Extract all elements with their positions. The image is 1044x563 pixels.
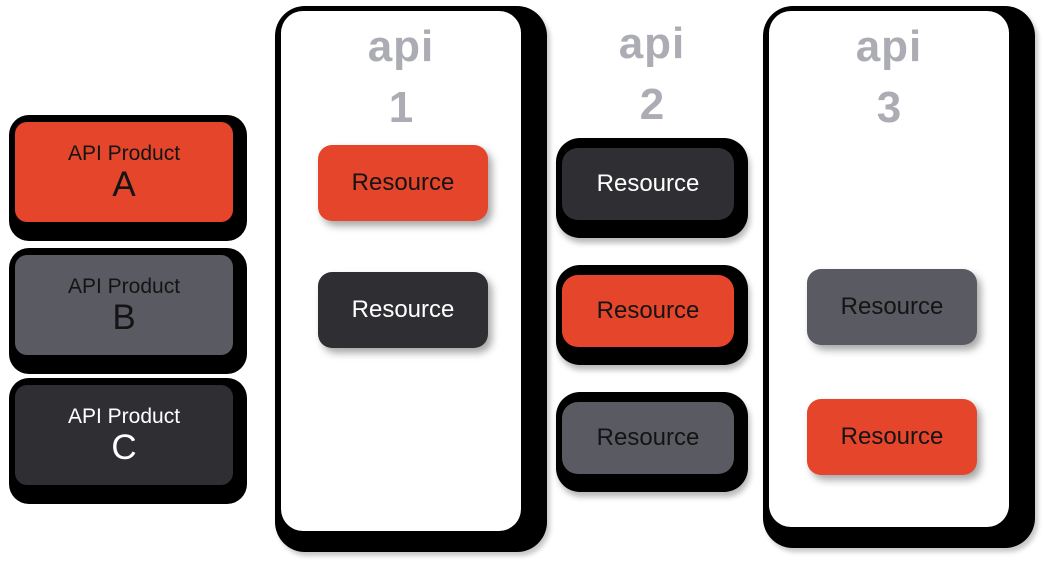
- api-2-label: api 2: [556, 22, 748, 127]
- api-3-container: api 3 Resource Resource: [763, 6, 1035, 548]
- api-product-a: API Product A: [9, 115, 247, 241]
- api-product-b: API Product B: [9, 248, 247, 374]
- product-title: API Product: [67, 274, 181, 298]
- api-product-c-box: API Product C: [15, 385, 233, 485]
- resource-label: Resource: [596, 424, 700, 451]
- api-name-text: api: [618, 19, 686, 68]
- api-number-text: 3: [876, 83, 902, 132]
- api-number-text: 2: [639, 80, 665, 129]
- product-title: API Product: [67, 404, 181, 428]
- api-1-resource-1: Resource: [318, 145, 488, 221]
- api-number-text: 1: [388, 83, 414, 132]
- product-letter: A: [112, 165, 136, 205]
- api-1-resource-2: Resource: [318, 272, 488, 348]
- api-name-text: api: [855, 22, 923, 71]
- resource-label: Resource: [351, 169, 455, 196]
- product-title: API Product: [67, 141, 181, 165]
- api-2-resource-2: Resource: [556, 265, 748, 365]
- resource-label: Resource: [596, 297, 700, 324]
- resource-box: Resource: [562, 275, 734, 347]
- api-3-container-inner: api 3 Resource Resource: [769, 11, 1009, 527]
- api-product-c: API Product C: [9, 378, 247, 504]
- product-letter: C: [111, 428, 137, 468]
- product-letter: B: [112, 298, 136, 338]
- api-2-resource-3: Resource: [556, 392, 748, 492]
- resource-box: Resource: [562, 148, 734, 220]
- api-3-resource-2: Resource: [807, 399, 977, 475]
- api-1-container-inner: api 1 Resource Resource: [281, 11, 521, 531]
- resource-label: Resource: [840, 423, 944, 450]
- api-name-text: api: [367, 22, 435, 71]
- api-product-b-box: API Product B: [15, 255, 233, 355]
- api-3-resource-1: Resource: [807, 269, 977, 345]
- resource-box: Resource: [562, 402, 734, 474]
- api-1-label: api 1: [281, 25, 521, 130]
- resource-label: Resource: [596, 170, 700, 197]
- api-2-resource-1: Resource: [556, 138, 748, 238]
- api-3-label: api 3: [769, 25, 1009, 130]
- api-1-container: api 1 Resource Resource: [275, 6, 547, 552]
- resource-label: Resource: [351, 296, 455, 323]
- resource-label: Resource: [840, 293, 944, 320]
- api-product-a-box: API Product A: [15, 122, 233, 222]
